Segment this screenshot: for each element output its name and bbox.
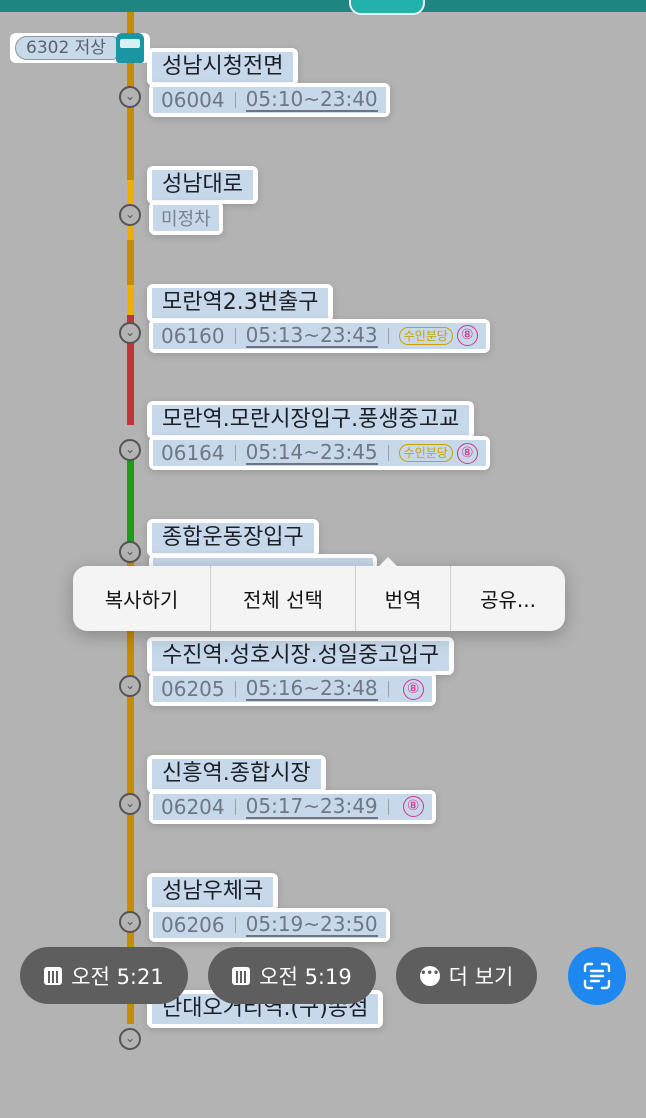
route-line (127, 550, 134, 1024)
stop-time[interactable]: 05:14~23:45 (245, 440, 378, 466)
stop-name: 모란역.모란시장입구.풍생중고교 (147, 401, 475, 440)
time-label: 오전 5:19 (259, 964, 352, 989)
stop-meta: 06206 05:19~23:50 (149, 907, 390, 942)
route-line-green (127, 440, 134, 550)
expand-chevron-icon[interactable]: ⌄ (119, 86, 141, 108)
subway-line-badge: ⑧ (456, 325, 478, 347)
live-text-button[interactable] (568, 947, 626, 1005)
stop-name: 모란역2.3번출구 (147, 283, 334, 322)
route-line (127, 285, 134, 315)
stop-code: 06206 (161, 912, 225, 937)
subway-tag: 수인분당 (398, 326, 453, 345)
stop-name: 신흥역.종합시장 (147, 754, 326, 793)
select-all-button[interactable]: 전체 선택 (211, 566, 356, 631)
subway-line-badge: ⑧ (456, 442, 478, 464)
expand-chevron-icon[interactable]: ⌄ (119, 1028, 141, 1051)
stop-item[interactable]: ⌄ 성남우체국 06206 05:19~23:50 (0, 872, 646, 1001)
time-button-2[interactable]: 오전 5:19 (208, 947, 376, 1004)
expand-chevron-icon[interactable]: ⌄ (119, 792, 141, 815)
time-button-1[interactable]: 오전 5:21 (20, 947, 188, 1004)
stop-item[interactable]: ⌄ 종합운동장입구 (0, 519, 646, 647)
stop-meta: 미정차 (149, 200, 223, 235)
stop-time[interactable]: 05:10~23:40 (245, 87, 378, 112)
expand-chevron-icon[interactable]: ⌄ (119, 439, 141, 462)
stop-code: 06205 (161, 677, 225, 701)
stop-name: 성남우체국 (147, 872, 279, 911)
stop-item[interactable]: ⌄ 수진역.성호시장.성일중고입구 06205 05:16~23:48 ⑧ (0, 637, 646, 765)
stop-name-text: 성남시청전면 (152, 52, 294, 82)
bus-icon (116, 33, 144, 63)
more-button[interactable]: ••• 더 보기 (396, 947, 537, 1004)
stop-item[interactable]: ⌄ 성남시청전면 06004 05:10~23:40 (0, 48, 646, 176)
stop-name-text: 모란역.모란시장입구.풍생중고교 (152, 405, 470, 436)
more-icon: ••• (419, 965, 440, 986)
calendar-icon (232, 966, 251, 985)
share-button[interactable]: 공유... (480, 588, 536, 612)
stop-time[interactable]: 05:13~23:43 (245, 322, 378, 348)
stop-meta: 06004 05:10~23:40 (149, 83, 390, 117)
live-text-icon (583, 962, 611, 990)
calendar-icon (44, 966, 63, 985)
stop-time[interactable]: 05:17~23:49 (245, 793, 378, 819)
stop-code: 06204 (161, 794, 225, 819)
stop-name-text: 모란역2.3번출구 (152, 287, 329, 318)
stop-item[interactable]: ⌄ 신흥역.종합시장 06204 05:17~23:49 ⑧ (0, 754, 646, 883)
subway-tag: 수인분당 (398, 444, 453, 463)
subway-line-badge: ⑧ (402, 678, 424, 700)
stop-name-text: 신흥역.종합시장 (152, 758, 321, 789)
translate-button[interactable]: 번역 (356, 566, 451, 631)
text-context-menu: 복사하기 전체 선택 번역 공유... (73, 557, 565, 631)
route-line (127, 12, 134, 292)
stop-meta: 06204 05:17~23:49 ⑧ (149, 789, 436, 824)
no-stop-label: 미정차 (161, 208, 211, 230)
expand-chevron-icon[interactable]: ⌄ (119, 910, 141, 933)
stop-name-text: 성남우체국 (152, 876, 274, 907)
stop-name-text: 수진역.성호시장.성일중고입구 (152, 641, 450, 671)
stop-item[interactable]: ⌄단대오거리역.(구)종점 (0, 990, 646, 1118)
top-tab[interactable] (351, 0, 423, 13)
subway-line-badge: ⑧ (402, 796, 424, 818)
expand-chevron-icon[interactable]: ⌄ (119, 203, 141, 226)
expand-chevron-icon[interactable]: ⌄ (119, 675, 141, 697)
stop-name-text: 종합운동장입구 (152, 523, 314, 554)
stop-name: 종합운동장입구 (147, 519, 319, 558)
stop-name: 성남대로 (147, 165, 258, 204)
stop-code: 06004 (161, 88, 225, 112)
time-label: 오전 5:21 (71, 964, 164, 989)
stop-meta: 06205 05:16~23:48 ⑧ (149, 672, 436, 706)
route-line-red (127, 315, 134, 425)
stop-name-text: 성남대로 (152, 169, 253, 200)
more-label: 더 보기 (448, 964, 514, 989)
stop-name: 성남시청전면 (147, 48, 299, 86)
stop-time[interactable]: 05:16~23:48 (245, 676, 378, 701)
bus-label: 6302 저상 (15, 36, 117, 60)
expand-chevron-icon[interactable]: ⌄ (119, 321, 141, 344)
expand-chevron-icon[interactable]: ⌄ (119, 541, 141, 564)
copy-button[interactable]: 복사하기 (73, 566, 211, 631)
stop-code: 06160 (161, 323, 225, 348)
stop-code: 06164 (161, 441, 225, 466)
stop-time[interactable]: 05:19~23:50 (245, 911, 378, 937)
top-bar (0, 0, 646, 12)
stop-name: 수진역.성호시장.성일중고입구 (147, 637, 455, 675)
